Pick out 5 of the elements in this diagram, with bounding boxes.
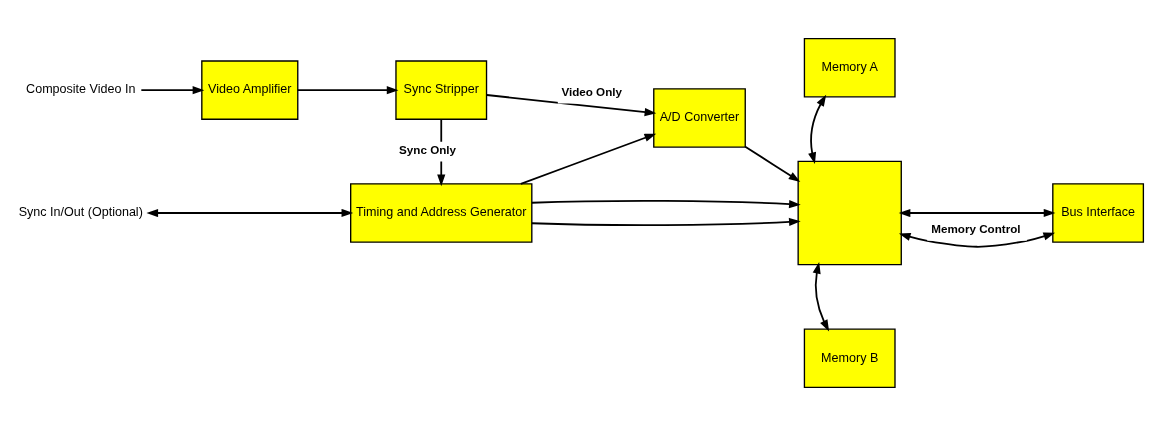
edge-label: Sync Only [399,142,457,156]
node-text: Composite Video In [26,82,136,97]
edge-label: Memory Control [931,222,1021,236]
node-text: Sync In/Out (Optional) [18,205,143,220]
edge-label: Video Only [561,84,622,98]
